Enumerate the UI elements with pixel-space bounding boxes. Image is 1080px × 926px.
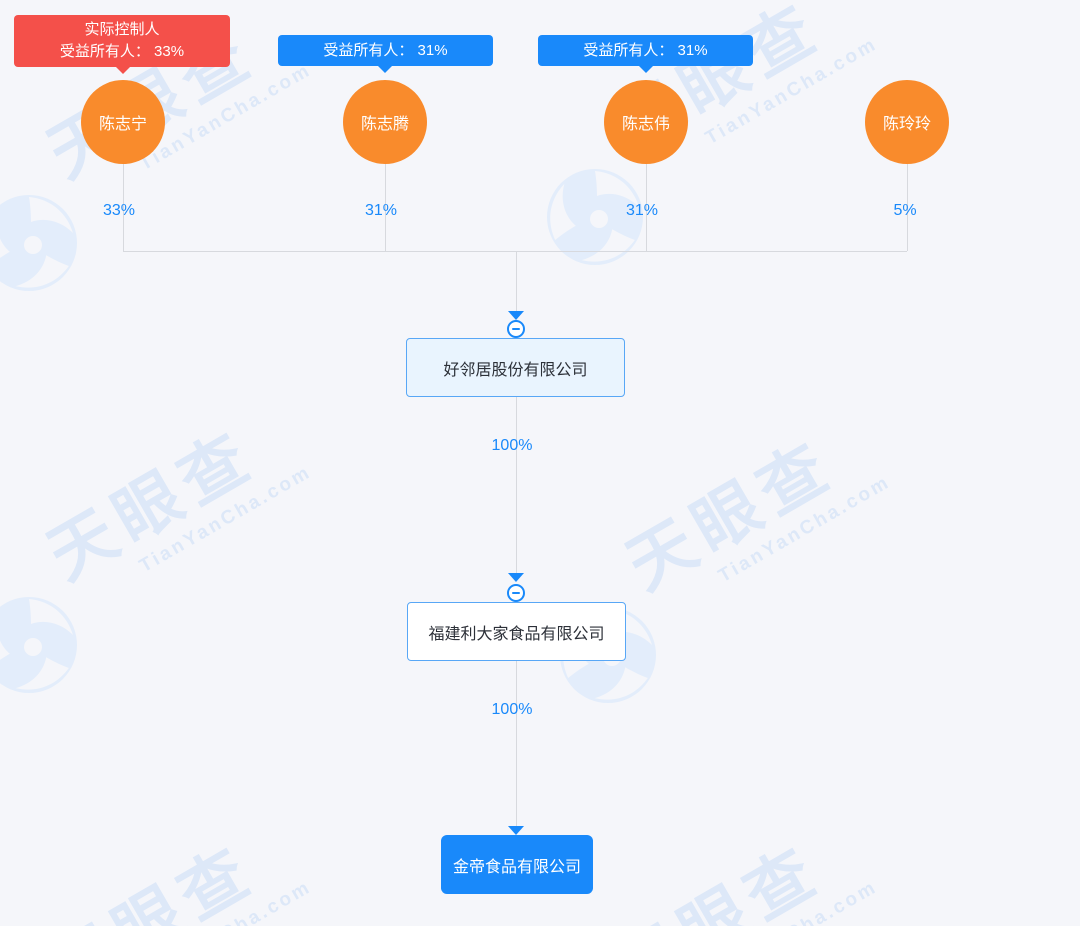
share-percentage-label: 33% bbox=[102, 202, 136, 219]
arrow-down-icon bbox=[508, 826, 524, 835]
person-node-chenzhiwei[interactable]: 陈志伟 bbox=[604, 80, 688, 164]
share-percentage-label: 31% bbox=[364, 202, 398, 219]
beneficial-owner-badge: 受益所有人： 31% bbox=[538, 35, 753, 73]
badge-pointer bbox=[638, 65, 654, 73]
badge-pointer bbox=[377, 65, 393, 73]
collapse-button[interactable] bbox=[507, 320, 525, 338]
person-name: 陈玲玲 bbox=[882, 116, 931, 133]
connector-line bbox=[516, 251, 517, 311]
beneficial-owner-badge: 受益所有人： 31% bbox=[278, 35, 493, 73]
badge-pointer bbox=[115, 66, 131, 74]
share-percentage-label: 31% bbox=[625, 202, 659, 219]
badge-line: 实际控制人 bbox=[84, 21, 160, 38]
watermark: 天眼查 TianYanCha.com bbox=[547, 0, 907, 333]
watermark-brand-cn: 天眼查 bbox=[35, 416, 268, 594]
watermark-brand-cn: 天眼查 bbox=[35, 831, 268, 926]
person-node-chenzhining[interactable]: 陈志宁 bbox=[81, 80, 165, 164]
person-node-chenzhiteng[interactable]: 陈志腾 bbox=[343, 80, 427, 164]
arrow-down-icon bbox=[508, 573, 524, 582]
person-name: 陈志腾 bbox=[360, 116, 409, 133]
person-node-chenlingling[interactable]: 陈玲玲 bbox=[865, 80, 949, 164]
connector-line bbox=[123, 251, 907, 252]
watermark-brand-cn: 天眼查 bbox=[601, 831, 834, 926]
connector-line bbox=[516, 397, 517, 573]
collapse-button[interactable] bbox=[507, 584, 525, 602]
ownership-percentage-label: 100% bbox=[491, 437, 533, 454]
connector-line bbox=[907, 164, 908, 251]
badge-line: 受益所有人： 33% bbox=[59, 43, 185, 60]
watermark-brand-en: TianYanCha.com bbox=[640, 875, 885, 926]
badge-line: 受益所有人： 31% bbox=[583, 42, 708, 59]
share-percentage-label: 5% bbox=[893, 202, 917, 219]
watermark: 天眼查 TianYanCha.com bbox=[0, 14, 341, 359]
company-node-haolinju[interactable]: 好邻居股份有限公司 bbox=[406, 338, 625, 397]
arrow-down-icon bbox=[508, 311, 524, 320]
watermark-brand-cn: 天眼查 bbox=[614, 426, 847, 604]
tianyancha-logo-icon bbox=[0, 195, 77, 291]
watermark: 天眼查 TianYanCha.com bbox=[547, 831, 907, 926]
person-name: 陈志伟 bbox=[621, 116, 670, 133]
connector-line bbox=[385, 164, 386, 251]
company-node-jindishipin[interactable]: 金帝食品有限公司 bbox=[441, 835, 593, 894]
company-node-fujianlidajia[interactable]: 福建利大家食品有限公司 bbox=[407, 602, 626, 661]
company-name: 福建利大家食品有限公司 bbox=[428, 625, 605, 643]
watermark: 天眼查 TianYanCha.com bbox=[0, 416, 341, 761]
company-name: 金帝食品有限公司 bbox=[452, 858, 581, 876]
badge-line: 受益所有人： 31% bbox=[323, 42, 448, 59]
company-name: 好邻居股份有限公司 bbox=[443, 361, 588, 379]
ownership-percentage-label: 100% bbox=[491, 701, 533, 718]
watermark-brand-en: TianYanCha.com bbox=[136, 461, 316, 577]
collapse-minus-icon bbox=[512, 592, 520, 594]
connector-line bbox=[516, 661, 517, 827]
collapse-minus-icon bbox=[512, 328, 520, 330]
connector-line bbox=[646, 164, 647, 251]
connector-line bbox=[123, 164, 124, 251]
watermark-brand-en: TianYanCha.com bbox=[74, 875, 319, 926]
tianyancha-logo-icon bbox=[0, 597, 77, 693]
person-name: 陈志宁 bbox=[98, 116, 147, 133]
watermark-brand-en: TianYanCha.com bbox=[715, 471, 895, 587]
actual-controller-badge: 实际控制人 受益所有人： 33% bbox=[14, 15, 230, 74]
watermark: 天眼查 TianYanCha.com bbox=[0, 831, 341, 926]
